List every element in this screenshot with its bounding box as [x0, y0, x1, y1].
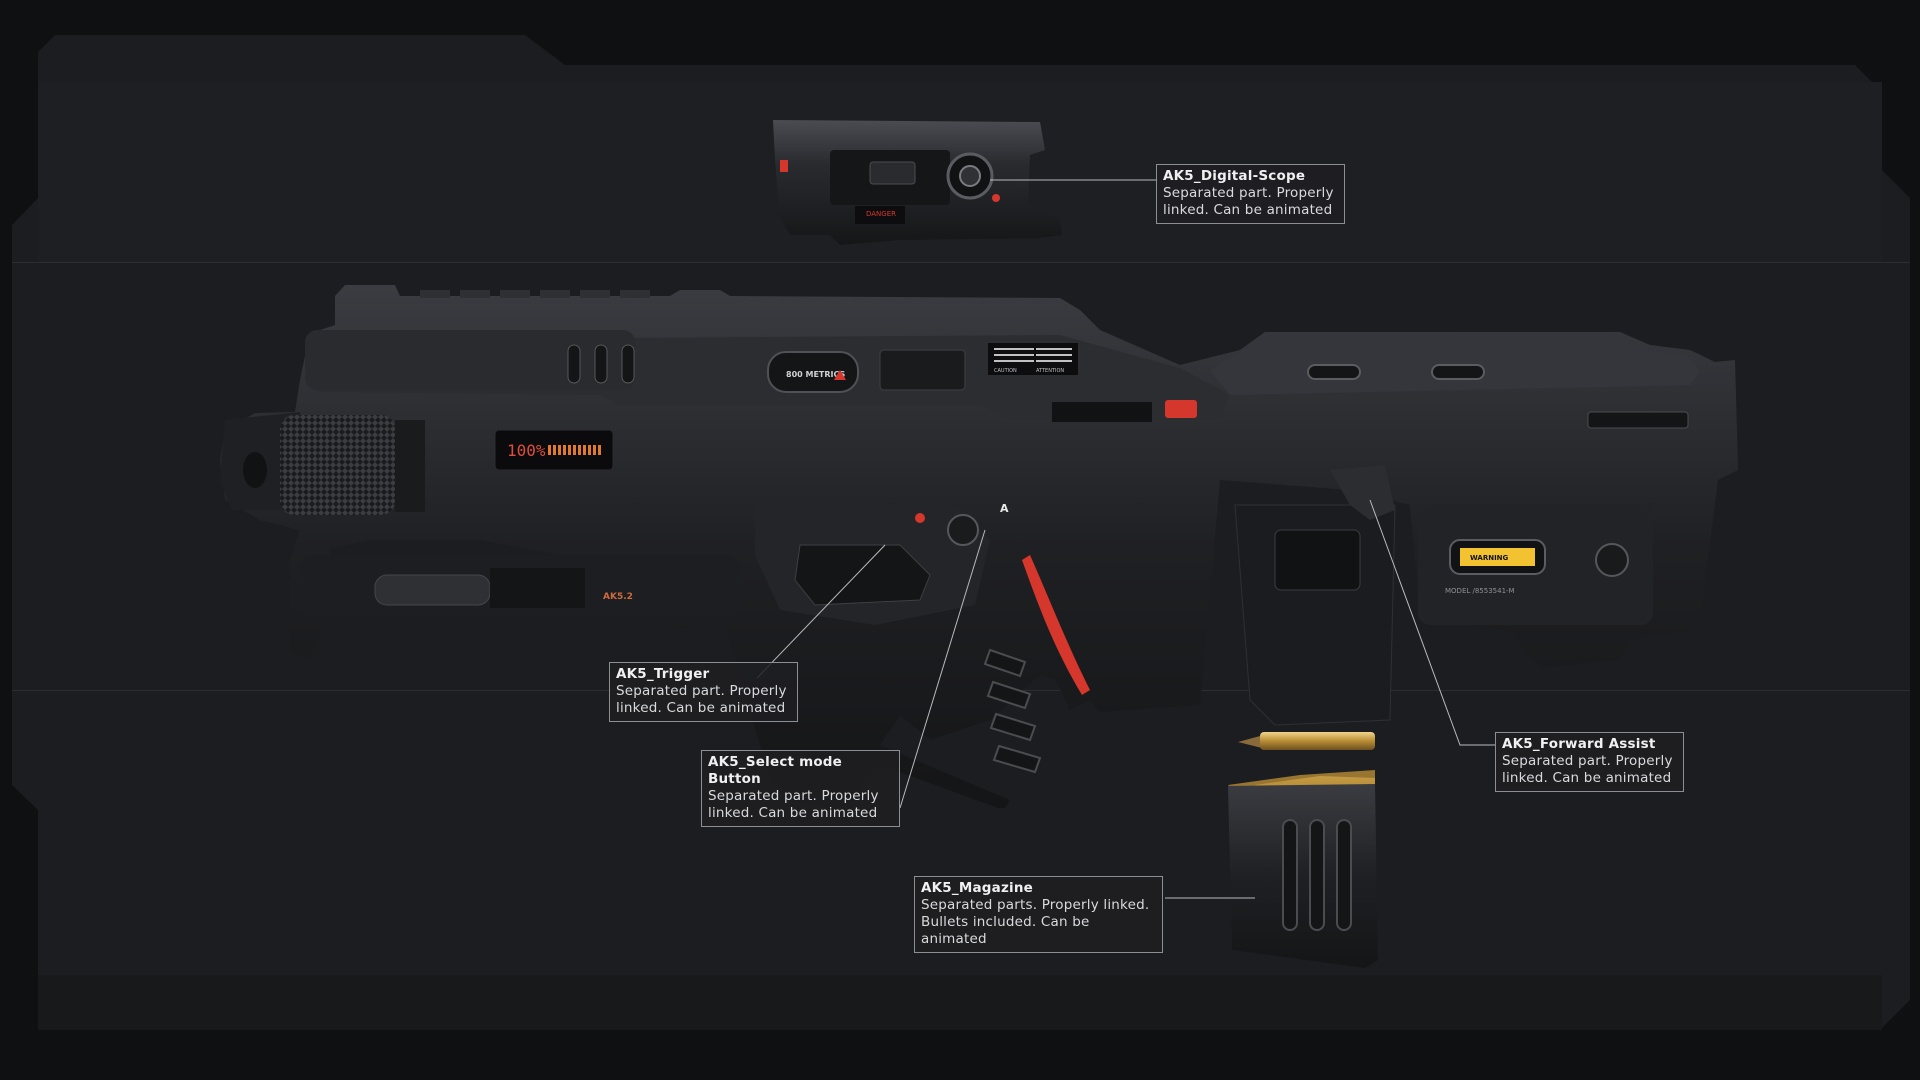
- callout-title: AK5_Trigger: [616, 666, 710, 682]
- callout-desc: Separated part. Properly: [616, 683, 787, 699]
- callout-magazine: AK5_Magazine Separated parts. Properly l…: [914, 876, 1163, 953]
- fire-mode-mark: A: [1000, 502, 1009, 515]
- digital-scope: DANGER: [773, 120, 1062, 245]
- warning-plate: WARNING: [1470, 554, 1509, 562]
- callout-desc: Separated part. Properly: [708, 788, 879, 804]
- callout-select-mode-button: AK5_Select mode Button Separated part. P…: [701, 750, 900, 827]
- loose-bullet: [1238, 732, 1375, 750]
- side-mark: AK5.2: [603, 592, 633, 602]
- scope-danger-label: DANGER: [866, 210, 896, 218]
- callout-desc: Separated parts. Properly linked.: [921, 897, 1150, 913]
- caution-plate: CAUTION: [994, 368, 1017, 374]
- callout-desc: linked. Can be animated: [1502, 770, 1672, 786]
- callout-desc: linked. Can be animated: [616, 700, 786, 716]
- callout-title: AK5_Forward Assist: [1502, 736, 1656, 752]
- callout-desc: Separated part. Properly: [1163, 185, 1334, 201]
- callout-trigger: AK5_Trigger Separated part. Properly lin…: [609, 662, 798, 722]
- callout-forward-assist: AK5_Forward Assist Separated part. Prope…: [1495, 732, 1684, 792]
- callout-desc: Separated part. Properly: [1502, 753, 1673, 769]
- brand-badge: 800 METRICS: [786, 370, 846, 379]
- attention-plate: ATTENTION: [1036, 368, 1064, 374]
- magazine: [1228, 770, 1378, 968]
- model-plate: MODEL /8553541-M: [1445, 587, 1515, 595]
- callout-title: AK5_Digital-Scope: [1163, 168, 1306, 184]
- callout-title: AK5_Magazine: [921, 880, 1034, 896]
- callout-desc: Bullets included. Can be animated: [921, 914, 1090, 947]
- callout-desc: linked. Can be animated: [708, 805, 878, 821]
- callout-digital-scope: AK5_Digital-Scope Separated part. Proper…: [1156, 164, 1345, 224]
- callout-desc: linked. Can be animated: [1163, 202, 1333, 218]
- display-readout: 100%: [507, 441, 546, 460]
- callout-title: AK5_Select mode Button: [708, 754, 843, 787]
